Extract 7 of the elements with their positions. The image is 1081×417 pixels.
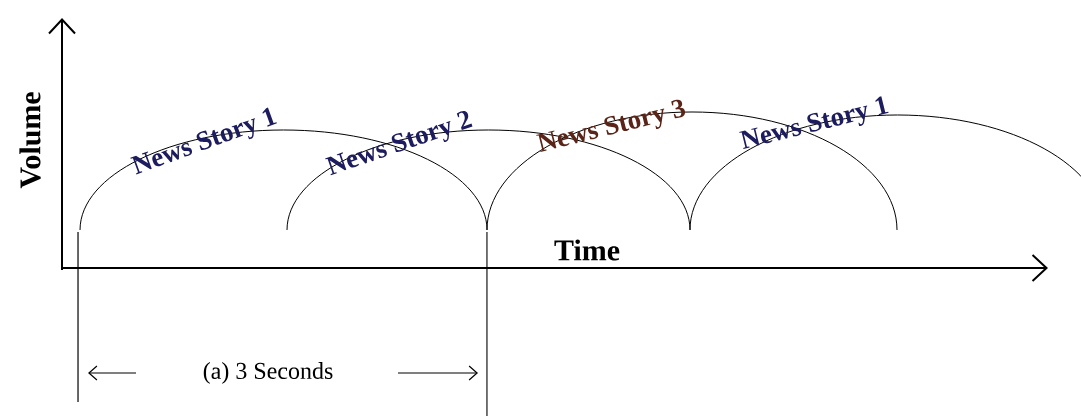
arc-label: News Story 1	[739, 96, 889, 150]
axis-label: Volume	[19, 92, 41, 189]
arc-label: News Story 1	[130, 107, 277, 175]
axis-label: Time	[554, 239, 620, 261]
arc-label: News Story 3	[536, 99, 686, 153]
dimension-label: (a) 3 Seconds	[203, 362, 333, 384]
arc-label: News Story 2	[325, 111, 473, 176]
